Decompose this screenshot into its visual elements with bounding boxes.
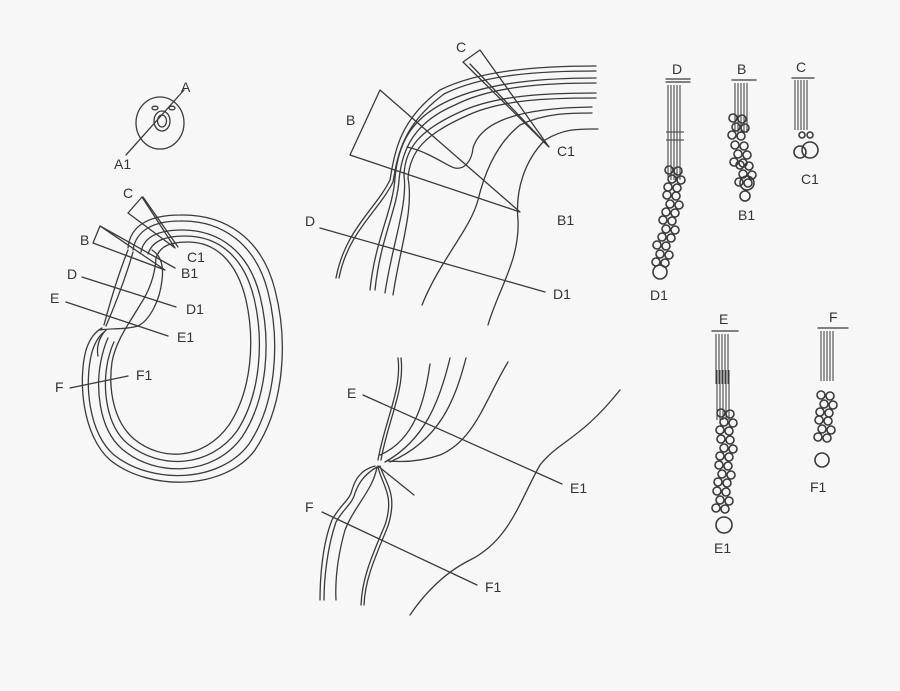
section-line-a xyxy=(125,89,185,156)
tissue-section-e: E E1 xyxy=(711,311,739,556)
label-f: F xyxy=(829,309,838,325)
label-f1: F1 xyxy=(136,367,153,383)
label-e: E xyxy=(50,290,59,306)
overview-section: C C1 B B1 D D1 E E1 F F1 xyxy=(50,185,283,483)
label-b: B xyxy=(346,112,355,128)
label-d1: D1 xyxy=(186,301,204,317)
label-e1: E1 xyxy=(714,540,731,556)
tissue-section-b: B B1 xyxy=(727,61,757,223)
label-a: A xyxy=(181,79,191,95)
label-c: C xyxy=(123,185,133,201)
label-c1: C1 xyxy=(557,143,575,159)
label-d1: D1 xyxy=(553,286,571,302)
label-b1: B1 xyxy=(738,207,755,223)
label-a1: A1 xyxy=(114,156,131,172)
label-c1: C1 xyxy=(801,171,819,187)
label-e1: E1 xyxy=(177,329,194,345)
label-f: F xyxy=(55,379,64,395)
tissue-section-c: C C1 xyxy=(791,59,819,187)
lower-detail: E E1 F F1 xyxy=(305,357,621,616)
label-f1: F1 xyxy=(485,579,502,595)
label-d: D xyxy=(67,266,77,282)
label-d: D xyxy=(672,61,682,77)
label-f: F xyxy=(305,499,314,515)
label-d: D xyxy=(305,213,315,229)
label-e: E xyxy=(719,311,728,327)
label-e1: E1 xyxy=(570,480,587,496)
label-f1: F1 xyxy=(810,479,827,495)
tissue-section-f: F F1 xyxy=(810,309,849,495)
upper-detail: C C1 B B1 D D1 xyxy=(305,39,599,326)
label-c1: C1 xyxy=(187,249,205,265)
label-d1: D1 xyxy=(650,287,668,303)
label-c: C xyxy=(796,59,806,75)
label-c: C xyxy=(456,39,466,55)
label-b: B xyxy=(80,232,89,248)
label-b1: B1 xyxy=(181,265,198,281)
label-b1: B1 xyxy=(557,212,574,228)
tissue-section-d: D D1 xyxy=(650,61,691,303)
label-b: B xyxy=(737,61,746,77)
small-cross-section: A A1 xyxy=(114,79,191,172)
label-e: E xyxy=(347,385,356,401)
